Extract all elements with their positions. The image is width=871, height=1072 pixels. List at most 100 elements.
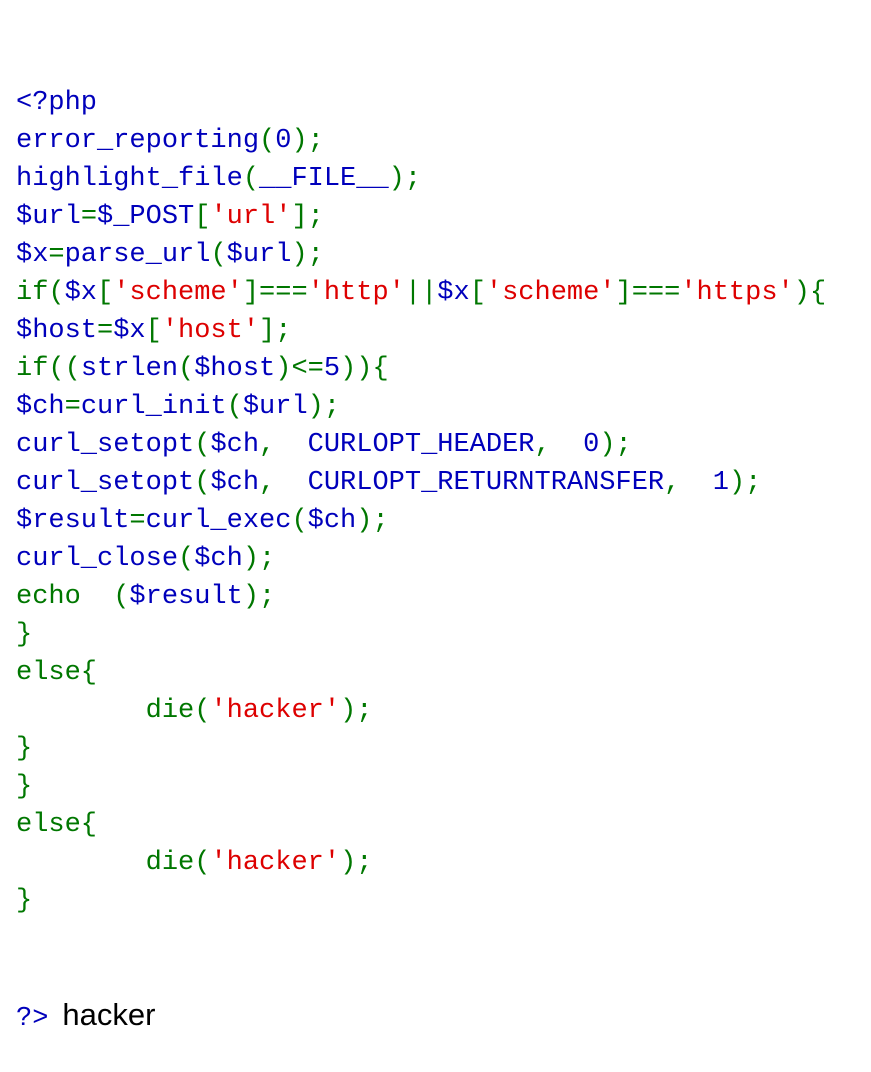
code-token: ( [178, 544, 195, 574]
code-token: ); [291, 240, 324, 270]
code-token: $host [16, 316, 98, 346]
code-line: $host=$x['host']; [16, 312, 826, 350]
code-token: if( [16, 278, 65, 308]
code-token: $x [437, 278, 470, 308]
code-token: [ [97, 278, 114, 308]
code-token: ( [259, 126, 276, 156]
code-token: if(( [16, 354, 81, 384]
code-token: )<= [275, 354, 324, 384]
code-token: 0 [583, 430, 600, 460]
code-line: } [16, 768, 826, 806]
code-line: $x=parse_url($url); [16, 236, 826, 274]
code-token: highlight_file [16, 164, 243, 194]
code-line: $result=curl_exec($ch); [16, 502, 826, 540]
code-token: ]; [259, 316, 292, 346]
code-line: die('hacker'); [16, 692, 826, 730]
code-token: } [16, 886, 33, 916]
code-token: ); [291, 126, 324, 156]
code-token: ); [242, 544, 276, 574]
page-output-text: hacker [62, 997, 156, 1032]
code-token: ); [728, 468, 762, 498]
code-token: ]=== [242, 278, 308, 308]
code-token: ); [340, 696, 373, 726]
code-line: } [16, 616, 826, 654]
code-token: ){ [793, 278, 827, 308]
code-token: ); [599, 430, 632, 460]
code-token: = [48, 240, 65, 270]
code-token: curl_close [16, 544, 179, 574]
code-token: $host [194, 354, 276, 384]
code-token: ); [356, 506, 389, 536]
code-token: || [404, 278, 438, 308]
code-token: $x [113, 316, 146, 346]
code-token: } [16, 772, 33, 802]
code-token: [ [145, 316, 162, 346]
code-line: <?php [16, 84, 826, 122]
code-token: ); [307, 392, 341, 422]
code-token: echo ( [16, 582, 130, 612]
code-token: } [16, 734, 33, 764]
code-line: $url=$_POST['url']; [16, 198, 826, 236]
code-token: ( [210, 240, 227, 270]
code-token: 0 [275, 126, 292, 156]
code-token: ); [242, 582, 276, 612]
code-token: 'scheme' [113, 278, 243, 308]
code-token: 'hacker' [210, 696, 341, 726]
code-token: $ch [16, 392, 65, 422]
code-token: die( [16, 696, 211, 726]
code-token: ( [194, 430, 211, 460]
code-token: $_POST [97, 202, 195, 232]
code-token: $ch [307, 506, 357, 536]
code-token: ( [242, 164, 260, 194]
code-token: 5 [323, 354, 341, 384]
code-token: strlen [80, 354, 179, 384]
code-token: [ [469, 278, 486, 308]
php-closing-tag: ?> [16, 1004, 49, 1034]
code-token: ); [388, 164, 422, 194]
code-token: CURLOPT_RETURNTRANSFER [307, 468, 665, 498]
code-token: else{ [16, 810, 98, 840]
code-token: , [259, 468, 308, 498]
code-token: error_reporting [16, 126, 260, 156]
code-line: highlight_file(__FILE__); [16, 160, 826, 198]
code-token: $result [129, 582, 243, 612]
code-token: = [80, 202, 98, 232]
code-line: curl_setopt($ch, CURLOPT_RETURNTRANSFER,… [16, 464, 826, 502]
code-token: die( [16, 848, 211, 878]
code-token: parse_url [64, 240, 211, 270]
code-token: 'url' [210, 202, 292, 232]
code-line: if((strlen($host)<=5)){ [16, 350, 826, 388]
code-token: curl_init [80, 392, 227, 422]
code-line: $ch=curl_init($url); [16, 388, 826, 426]
code-token: $x [16, 240, 49, 270]
code-token: curl_exec [145, 506, 292, 536]
code-token: 'http' [307, 278, 405, 308]
code-token: $ch [210, 430, 260, 460]
code-token: else{ [16, 658, 98, 688]
code-token: 'scheme' [485, 278, 616, 308]
code-token: )){ [340, 354, 389, 384]
code-token: $x [64, 278, 98, 308]
code-token: $url [226, 240, 292, 270]
code-token: 'host' [161, 316, 260, 346]
code-line: error_reporting(0); [16, 122, 826, 160]
code-token: ); [340, 848, 373, 878]
code-token: , [664, 468, 713, 498]
code-token: = [64, 392, 81, 422]
code-line: else{ [16, 806, 826, 844]
code-line: die('hacker'); [16, 844, 826, 882]
code-line: if($x['scheme']==='http'||$x['scheme']==… [16, 274, 826, 312]
code-token: 'https' [680, 278, 794, 308]
code-token: $ch [194, 544, 243, 574]
code-token: ( [178, 354, 195, 384]
code-token: [ [194, 202, 211, 232]
code-token: ( [291, 506, 308, 536]
code-token: ( [194, 468, 211, 498]
code-line: } [16, 730, 826, 768]
code-token: $result [16, 506, 130, 536]
code-line: curl_setopt($ch, CURLOPT_HEADER, 0); [16, 426, 826, 464]
code-token: 'hacker' [210, 848, 341, 878]
code-token: $ch [210, 468, 260, 498]
